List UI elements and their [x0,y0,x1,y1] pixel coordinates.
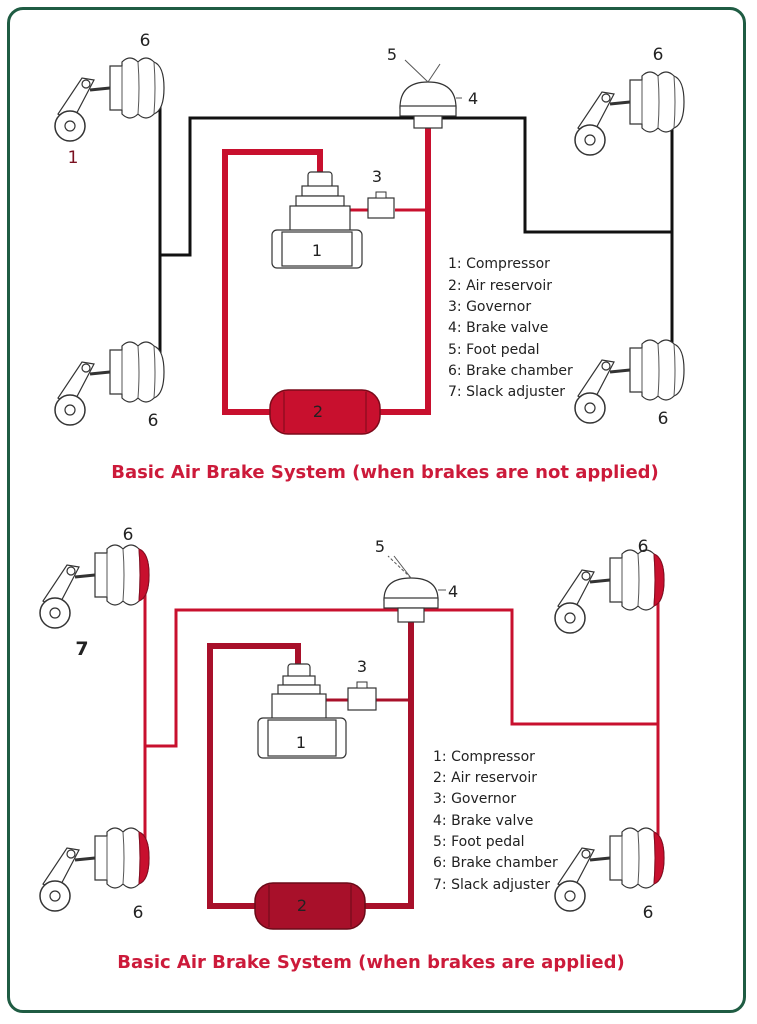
brake-chamber [553,826,666,913]
legend-item: 2: Air reservoir [433,770,537,786]
governor: 3 [367,167,395,219]
chamber-label: 6 [148,411,159,431]
air-reservoir: 2 [254,882,366,930]
legend-item: 5: Foot pedal [433,834,525,850]
governor-label: 3 [357,657,367,676]
legend-item: 7: Slack adjuster [433,877,550,893]
legend-item: 7: Slack adjuster [448,384,565,400]
diagram-not-applied: 2 1 3 5 4 [53,31,686,483]
governor-label: 3 [372,167,382,186]
compressor: 1 [271,171,363,269]
supply-lines [222,122,431,415]
brake-chamber [553,548,666,635]
foot-pedal-label: 5 [387,45,397,64]
legend: 1: Compressor 2: Air reservoir 3: Govern… [448,256,573,400]
air-reservoir: 2 [269,389,381,435]
brake-chamber [38,826,151,913]
legend-item: 3: Governor [433,791,516,807]
side-label: 7 [75,638,88,660]
compressor-label: 1 [296,733,306,752]
brake-chamber [53,56,166,143]
chamber-label: 6 [643,903,654,923]
chamber-label: 6 [133,903,144,923]
chamber-label: 6 [638,537,649,557]
governor: 3 [347,657,377,711]
diagram-title: Basic Air Brake System (when brakes are … [111,462,659,483]
legend-item: 2: Air reservoir [448,278,552,294]
supply-lines [207,620,414,909]
reservoir-label: 2 [313,402,323,421]
diagram-applied: 2 1 3 5 4 [38,525,666,973]
chamber-label: 6 [123,525,134,545]
brake-valve: 5 4 [387,45,478,129]
legend-item: 1: Compressor [448,256,550,272]
legend-item: 6: Brake chamber [433,855,558,871]
brake-valve-label: 4 [468,89,478,108]
chamber-label: 6 [658,409,669,429]
chamber-label: 6 [653,45,664,65]
chamber-label: 6 [140,31,151,51]
diagram-frame [7,7,746,1013]
reservoir-label: 2 [297,896,307,915]
brake-lines-applied [143,575,660,858]
brake-valve: 5 4 [375,537,458,623]
brake-chamber [38,543,151,630]
side-label: 1 [68,148,79,168]
legend-item: 6: Brake chamber [448,363,573,379]
compressor: 1 [257,663,347,759]
legend-item: 3: Governor [448,299,531,315]
brake-lines-released [158,102,674,360]
legend-item: 5: Foot pedal [448,342,540,358]
legend-item: 4: Brake valve [433,813,533,829]
brake-chamber [573,70,686,157]
brake-valve-label: 4 [448,582,458,601]
legend-item: 4: Brake valve [448,320,548,336]
diagram-title: Basic Air Brake System (when brakes are … [117,952,625,973]
compressor-label: 1 [312,241,322,260]
legend-item: 1: Compressor [433,749,535,765]
foot-pedal-label: 5 [375,537,385,556]
legend: 1: Compressor 2: Air reservoir 3: Govern… [433,749,558,893]
